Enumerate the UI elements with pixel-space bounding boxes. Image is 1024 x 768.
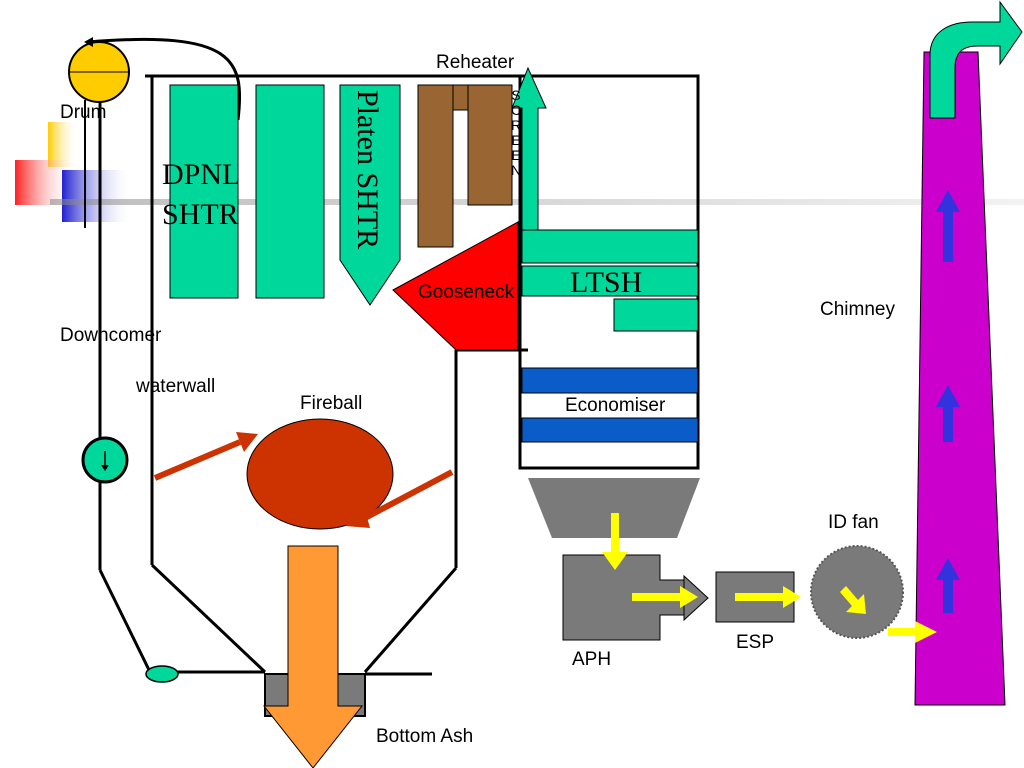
platen-shtr-label: Platen SHTR	[351, 90, 384, 249]
fireball-flow-arrows	[153, 432, 454, 528]
esp-label: ESP	[736, 632, 774, 653]
economiser-label: Economiser	[565, 395, 666, 416]
drum-label: Drum	[60, 102, 106, 123]
chimney-label: Chimney	[820, 299, 895, 320]
gooseneck	[392, 221, 519, 351]
reheater-label: Reheater	[436, 52, 515, 73]
chimney-outlet-arrow	[929, 0, 1023, 119]
bottom-header	[145, 665, 179, 683]
dpnl-label-line2: SHTR	[162, 198, 239, 231]
dpnl-panel-1	[169, 84, 239, 299]
economiser	[521, 367, 699, 443]
screen-arrow	[511, 66, 547, 251]
reheater	[417, 84, 513, 248]
flue-gas-arrows	[602, 513, 937, 643]
platen-shtr	[339, 84, 401, 306]
id-fan-label: ID fan	[828, 512, 879, 533]
downcomer-label: Downcomer	[60, 325, 162, 346]
waterwall-label: waterwall	[135, 376, 215, 397]
chimney-flow-arrows	[936, 190, 960, 613]
fireball	[246, 418, 394, 530]
id-fan	[810, 545, 904, 639]
dpnl-label-line1: DPNL	[162, 158, 240, 191]
bottom-ash-arrow	[262, 545, 364, 768]
chimney	[914, 51, 1006, 706]
aph-label: APH	[572, 649, 611, 670]
dpnl-panel-2	[255, 84, 325, 299]
riser-pipe	[87, 37, 242, 121]
gooseneck-label: Gooseneck	[418, 282, 515, 303]
economiser-hopper	[528, 478, 700, 538]
ltsh-coils	[521, 229, 699, 332]
fireball-label: Fireball	[300, 393, 362, 414]
screen-label: SCREEN	[508, 87, 524, 177]
drum	[68, 37, 130, 103]
bottom-ash-label: Bottom Ash	[376, 726, 473, 747]
down-arrow-pump-icon	[81, 436, 129, 484]
ltsh-label: LTSH	[570, 266, 642, 299]
